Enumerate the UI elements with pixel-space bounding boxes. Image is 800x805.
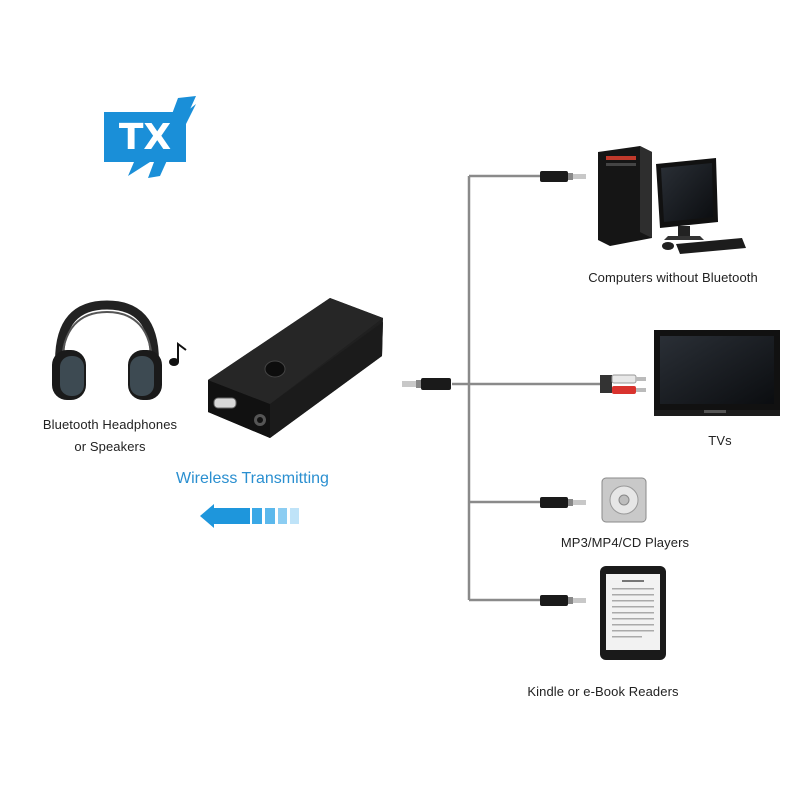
- source-label-line1: Bluetooth Headphones: [42, 417, 178, 432]
- mp3-player-icon: [601, 477, 647, 523]
- tv-icon: [654, 330, 780, 416]
- rca-plugs-tv: [600, 374, 646, 394]
- music-note-icon: [169, 342, 187, 366]
- headphones-icon: [52, 300, 162, 400]
- ebook-reader-icon: [600, 566, 666, 660]
- wireless-transmitting-caption: Wireless Transmitting: [176, 470, 329, 487]
- target-label-mp3: MP3/MP4/CD Players: [560, 535, 690, 550]
- source-label-line2: or Speakers: [74, 439, 146, 454]
- audio-plug-mp3: [540, 497, 586, 508]
- desktop-computer-icon: [598, 146, 746, 254]
- bluetooth-transmitter-device: [208, 298, 383, 438]
- target-label-computers: Computers without Bluetooth: [588, 270, 758, 285]
- audio-plug-computer: [540, 171, 586, 182]
- wireless-arrow: [200, 504, 299, 528]
- tx-badge: TX: [104, 96, 196, 178]
- audio-plug-main: [402, 378, 451, 390]
- target-label-kindle: Kindle or e-Book Readers: [527, 684, 679, 699]
- cable-network: [452, 174, 600, 602]
- target-label-tvs: TVs: [708, 433, 732, 448]
- audio-plug-kindle: [540, 595, 586, 606]
- tx-badge-text: TX: [119, 117, 172, 158]
